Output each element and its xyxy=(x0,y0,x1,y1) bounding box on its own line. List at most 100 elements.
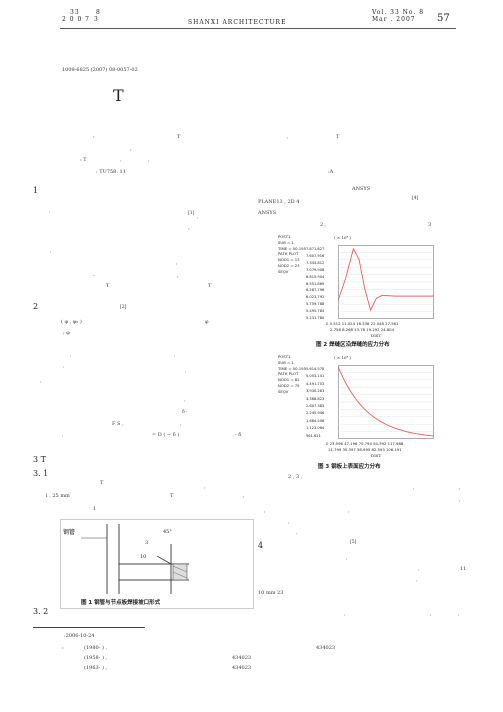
figure-3-y-tick: 1.684.506 xyxy=(306,418,325,423)
body-text: , xyxy=(204,484,206,490)
figure-2-x-ticks-top: 0 5.512 11.024 16.536 22.048 27.561 xyxy=(326,321,399,326)
received-date: :2006-10-24 xyxy=(64,633,95,639)
figure-2-info-line: TIME = 50.195 xyxy=(278,245,306,251)
body-text: , xyxy=(62,432,64,438)
body-text: T xyxy=(208,283,212,289)
body-text: , xyxy=(40,378,42,384)
figure-3-scale: ( × 10⁴ ) xyxy=(334,355,351,360)
header-journal: SHANXI ARCHITECTURE xyxy=(188,19,287,26)
figure-2-info-line: NOD1 = 13 xyxy=(278,257,300,263)
author-2-birth: (1958- ) , xyxy=(84,655,108,661)
header-year: 2 0 0 7 xyxy=(62,16,90,23)
figure-3-caption: 图 3 钢板上表面应力分布 xyxy=(318,464,381,470)
body-text: , xyxy=(184,397,186,403)
citation: [4] xyxy=(412,196,419,201)
citation: [1] xyxy=(188,211,195,216)
pipe-label: 钢管 xyxy=(63,529,76,536)
body-text: , xyxy=(344,611,346,617)
body-text: , xyxy=(264,508,266,514)
figure-2-info-line: SEQV xyxy=(278,268,289,274)
article-id: 1009-6825 (2007) 08-0057-02 xyxy=(62,67,138,73)
figure-3-x-label: DIST xyxy=(371,453,382,458)
figure-2-y-tick: 6.023.792 xyxy=(306,295,325,300)
header-month: 3 xyxy=(94,16,99,23)
section-4-heading: 4 xyxy=(258,541,264,550)
figure-3-info-line: NOD1 = 82 xyxy=(278,377,300,383)
figure-2-info-line: SUB = 1 xyxy=(278,239,294,245)
body-text: , xyxy=(430,611,432,617)
body-text: 2 , xyxy=(320,222,327,228)
keywords: , xyxy=(148,157,150,163)
figure-3-y-tick: 561.621 xyxy=(306,433,321,438)
figure-3-y-tick: 2.807.383 xyxy=(306,404,325,409)
page-title: T xyxy=(113,86,124,105)
figure-3-info-line: SEQV xyxy=(278,388,289,394)
figure-2-info-line: PATH PLOT xyxy=(278,251,299,257)
body-text: , xyxy=(180,421,182,427)
body-text: , xyxy=(197,214,199,220)
body-text: . xyxy=(296,530,298,536)
body-text: T xyxy=(170,493,174,499)
body-text: , xyxy=(348,508,350,514)
figure-2-y-tick: 7.343.812 xyxy=(306,260,325,265)
body-text: l , 25 mm xyxy=(46,493,70,499)
body-text: , xyxy=(458,611,460,617)
body-text: F S , xyxy=(112,421,124,427)
dimension-label: 3 xyxy=(145,540,149,546)
figure-3-info-line: PATH PLOT xyxy=(278,371,299,377)
body-text: 2 , 3 , xyxy=(288,474,303,480)
figure-3-y-tick: 5.053.141 xyxy=(306,374,325,379)
figure-2-y-tick: 5.231.780 xyxy=(306,316,325,321)
figure-3-plot xyxy=(338,365,434,439)
body-text: , xyxy=(70,352,72,358)
author-2-postcode: 434023 xyxy=(232,655,252,661)
figure-2-plot xyxy=(338,245,434,319)
dimension-label: 10 xyxy=(140,554,147,560)
figure-3-y-tick: 3.930.263 xyxy=(306,389,325,394)
figure-2-y-tick: 5.759.788 xyxy=(306,302,325,307)
figure-2-y-tick: 7.079.908 xyxy=(306,267,325,272)
author-3-postcode: 434023 xyxy=(232,665,252,671)
figure-2-info-line: NOD2 = 23 xyxy=(278,262,300,268)
citation: [2] xyxy=(120,305,127,310)
figure-3-info-line: NOD2 = 75 xyxy=(278,382,300,388)
section-3-1-heading: 3. 1 xyxy=(33,469,49,478)
abstract-text: : xyxy=(93,134,95,140)
formula: - δ xyxy=(235,432,242,438)
body-text: , xyxy=(288,519,290,525)
figure-3-curve xyxy=(338,366,434,437)
author-1-birth: (1980- ) , xyxy=(84,645,108,651)
body-text: , xyxy=(243,493,245,499)
figure-3-x-ticks-bottom: 11.799 35.397 58.995 82.593 106.191 xyxy=(328,447,402,452)
body-text: , xyxy=(174,352,176,358)
keywords: , xyxy=(120,157,122,163)
figure-3-info-line: SUB = 1 xyxy=(278,359,294,365)
page-number: 57 xyxy=(437,13,450,24)
body-text: PLANE13 , 2D 4 xyxy=(258,199,300,205)
body-text: 3 xyxy=(428,222,432,228)
section-1-heading: 1 xyxy=(33,186,39,195)
figure-3-x-ticks-top: 0 23.596 47.196 70.794 94.392 117.988 xyxy=(326,441,404,446)
figure-2-curve xyxy=(338,247,434,312)
body-text: T xyxy=(106,283,110,289)
figure-3-y-tick: 4.491.703 xyxy=(306,381,325,386)
body-text: , xyxy=(459,497,461,503)
figure-2-y-tick: 6.551.669 xyxy=(306,281,325,286)
document-code: :A xyxy=(328,169,334,175)
author-1-postcode: 434023 xyxy=(316,645,336,651)
body-text: , xyxy=(177,273,179,279)
body-text: , xyxy=(49,208,51,214)
body-text: ; φ xyxy=(63,330,70,336)
body-text: φ xyxy=(205,319,209,325)
figure-3-y-tick: 2.245.946 xyxy=(306,411,325,416)
header-volume: Vol. 33 No. 8 xyxy=(372,9,425,16)
figure-3-y-tick: 1.123.064 xyxy=(306,426,325,431)
classification-number: : TU758. 11 xyxy=(96,169,126,175)
figure-3-info-line: POST1 xyxy=(278,354,291,359)
body-text: , xyxy=(413,485,415,491)
keywords: : T xyxy=(80,157,87,163)
